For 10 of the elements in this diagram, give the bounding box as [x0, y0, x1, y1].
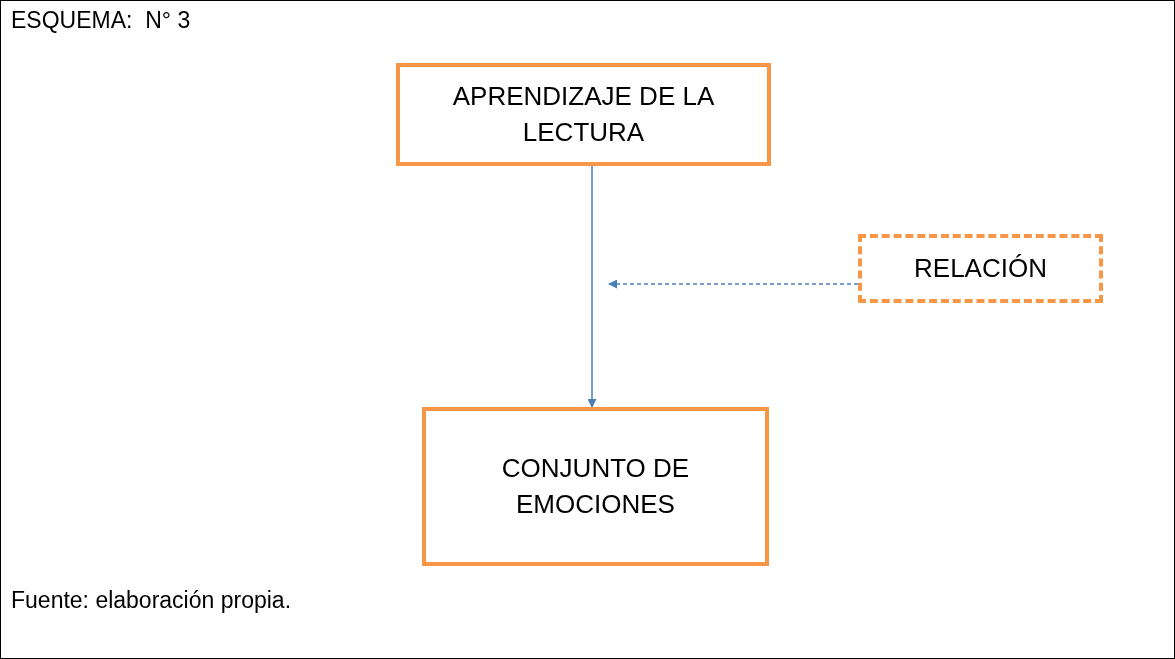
process-box	[396, 63, 771, 166]
box-label: RELACIÓN	[914, 251, 1047, 285]
process-box	[422, 407, 769, 566]
process-box	[858, 234, 1103, 303]
title: ESQUEMA: N° 3	[11, 7, 191, 34]
box-label: APRENDIZAJE DE LA LECTURA	[451, 80, 716, 149]
arrow	[587, 165, 597, 408]
caption: Fuente: elaboración propia.	[11, 587, 292, 614]
arrow	[608, 279, 859, 289]
box-label: CONJUNTO DE EMOCIONES	[500, 452, 691, 521]
